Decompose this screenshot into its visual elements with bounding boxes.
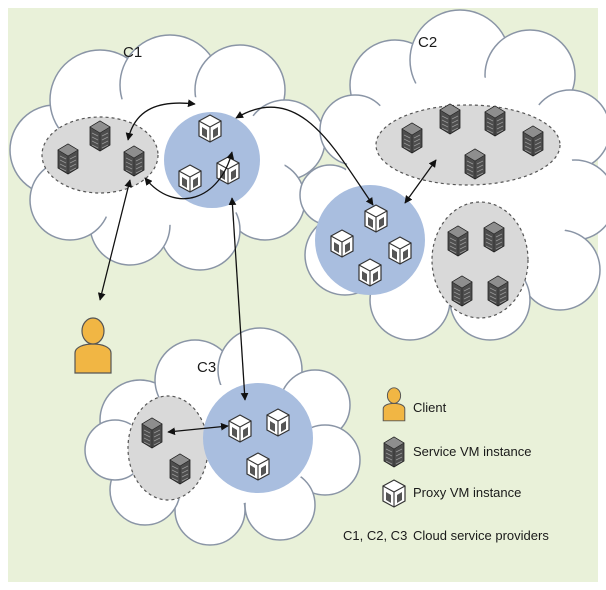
- legend-client-label: Client: [413, 400, 447, 415]
- cloud-label-c3: C3: [197, 359, 216, 376]
- legend-providers-key: C1, C2, C3: [343, 528, 407, 543]
- service-group-c3: [128, 396, 208, 500]
- legend-service-label: Service VM instance: [413, 444, 532, 459]
- cloud-label-c1: C1: [123, 44, 142, 61]
- legend-proxy-label: Proxy VM instance: [413, 485, 521, 500]
- cloud-label-c2: C2: [418, 34, 437, 51]
- legend-service-icon: [384, 437, 404, 467]
- service-group-c2-bottom: [432, 202, 528, 318]
- legend-providers-label: Cloud service providers: [413, 528, 549, 543]
- legend-proxy-icon: [383, 480, 405, 507]
